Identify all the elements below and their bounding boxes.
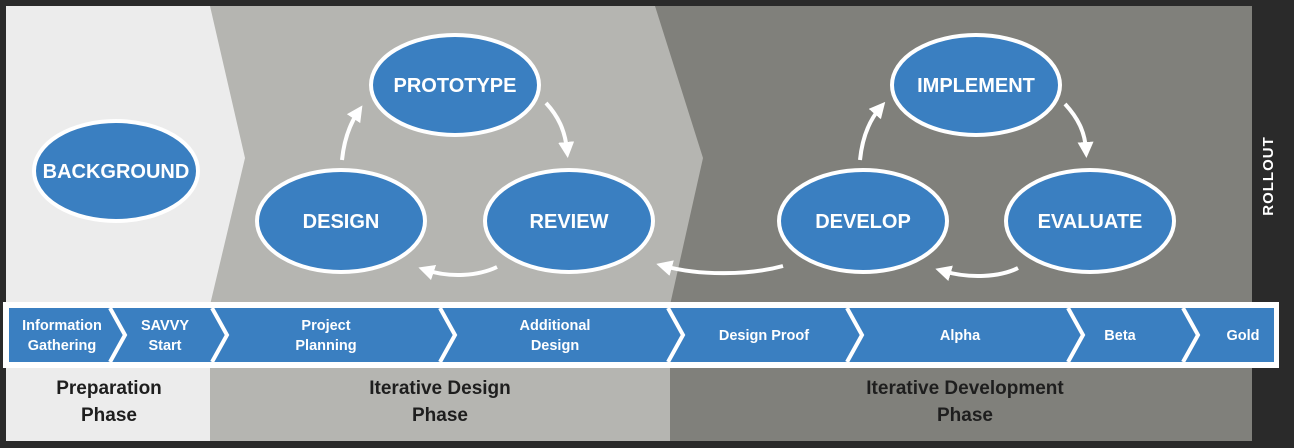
svg-text:PROTOTYPE: PROTOTYPE	[394, 75, 517, 97]
divider-7	[1181, 307, 1201, 363]
svg-text:REVIEW: REVIEW	[530, 211, 609, 233]
oval-develop: DEVELOP	[777, 168, 949, 274]
rollout-label: ROLLOUT	[1260, 136, 1277, 216]
arrow-evaluate-to-develop	[935, 265, 1019, 281]
phase-2-line2: Phase	[412, 405, 468, 426]
step-3-line2: Planning	[295, 338, 356, 354]
svg-text:IMPLEMENT: IMPLEMENT	[917, 75, 1035, 97]
step-6-label: Alpha	[940, 328, 981, 344]
arrow-implement-to-evaluate	[1063, 102, 1094, 158]
phase-1-line1: Preparation	[56, 378, 162, 399]
svg-text:EVALUATE: EVALUATE	[1038, 211, 1143, 233]
phase-3-line2: Phase	[937, 405, 993, 426]
preparation-phase-background	[6, 6, 245, 441]
divider-3	[438, 307, 458, 363]
arrow-prototype-to-review	[544, 101, 575, 158]
step-5-label: Design Proof	[719, 328, 809, 344]
arrow-review-to-design	[418, 264, 498, 281]
step-2-line1: SAVVY	[141, 318, 189, 334]
svg-text:DESIGN: DESIGN	[303, 211, 380, 233]
phase-2-line1: Iterative Design	[369, 378, 511, 399]
oval-review: REVIEW	[483, 168, 655, 274]
step-4-line1: Additional	[520, 318, 591, 334]
step-7-label: Beta	[1104, 328, 1136, 344]
step-2-line2: Start	[148, 338, 181, 354]
phase-1-line2: Phase	[81, 405, 137, 426]
step-timeline: Information Gathering SAVVY Start Projec…	[3, 302, 1279, 368]
divider-1	[108, 307, 128, 363]
step-1-line1: Information	[22, 318, 102, 334]
step-3-line1: Project	[301, 318, 350, 334]
svg-text:BACKGROUND: BACKGROUND	[43, 161, 190, 183]
oval-implement: IMPLEMENT	[890, 33, 1062, 137]
oval-prototype: PROTOTYPE	[369, 33, 541, 137]
oval-design: DESIGN	[255, 168, 427, 274]
svg-text:DEVELOP: DEVELOP	[815, 211, 911, 233]
step-8-label: Gold	[1226, 328, 1259, 344]
divider-6	[1066, 307, 1086, 363]
divider-2	[210, 307, 230, 363]
divider-5	[845, 307, 865, 363]
arrow-design-to-prototype	[340, 105, 363, 161]
oval-background: BACKGROUND	[32, 119, 200, 223]
phase-3-line1: Iterative Development	[866, 378, 1064, 399]
step-1-line2: Gathering	[28, 338, 96, 354]
oval-evaluate: EVALUATE	[1004, 168, 1176, 274]
divider-4	[666, 307, 686, 363]
arrow-develop-to-implement	[858, 101, 886, 161]
step-4-line2: Design	[531, 338, 579, 354]
arrow-develop-to-review	[656, 260, 784, 276]
timeline-fill	[9, 308, 1274, 362]
